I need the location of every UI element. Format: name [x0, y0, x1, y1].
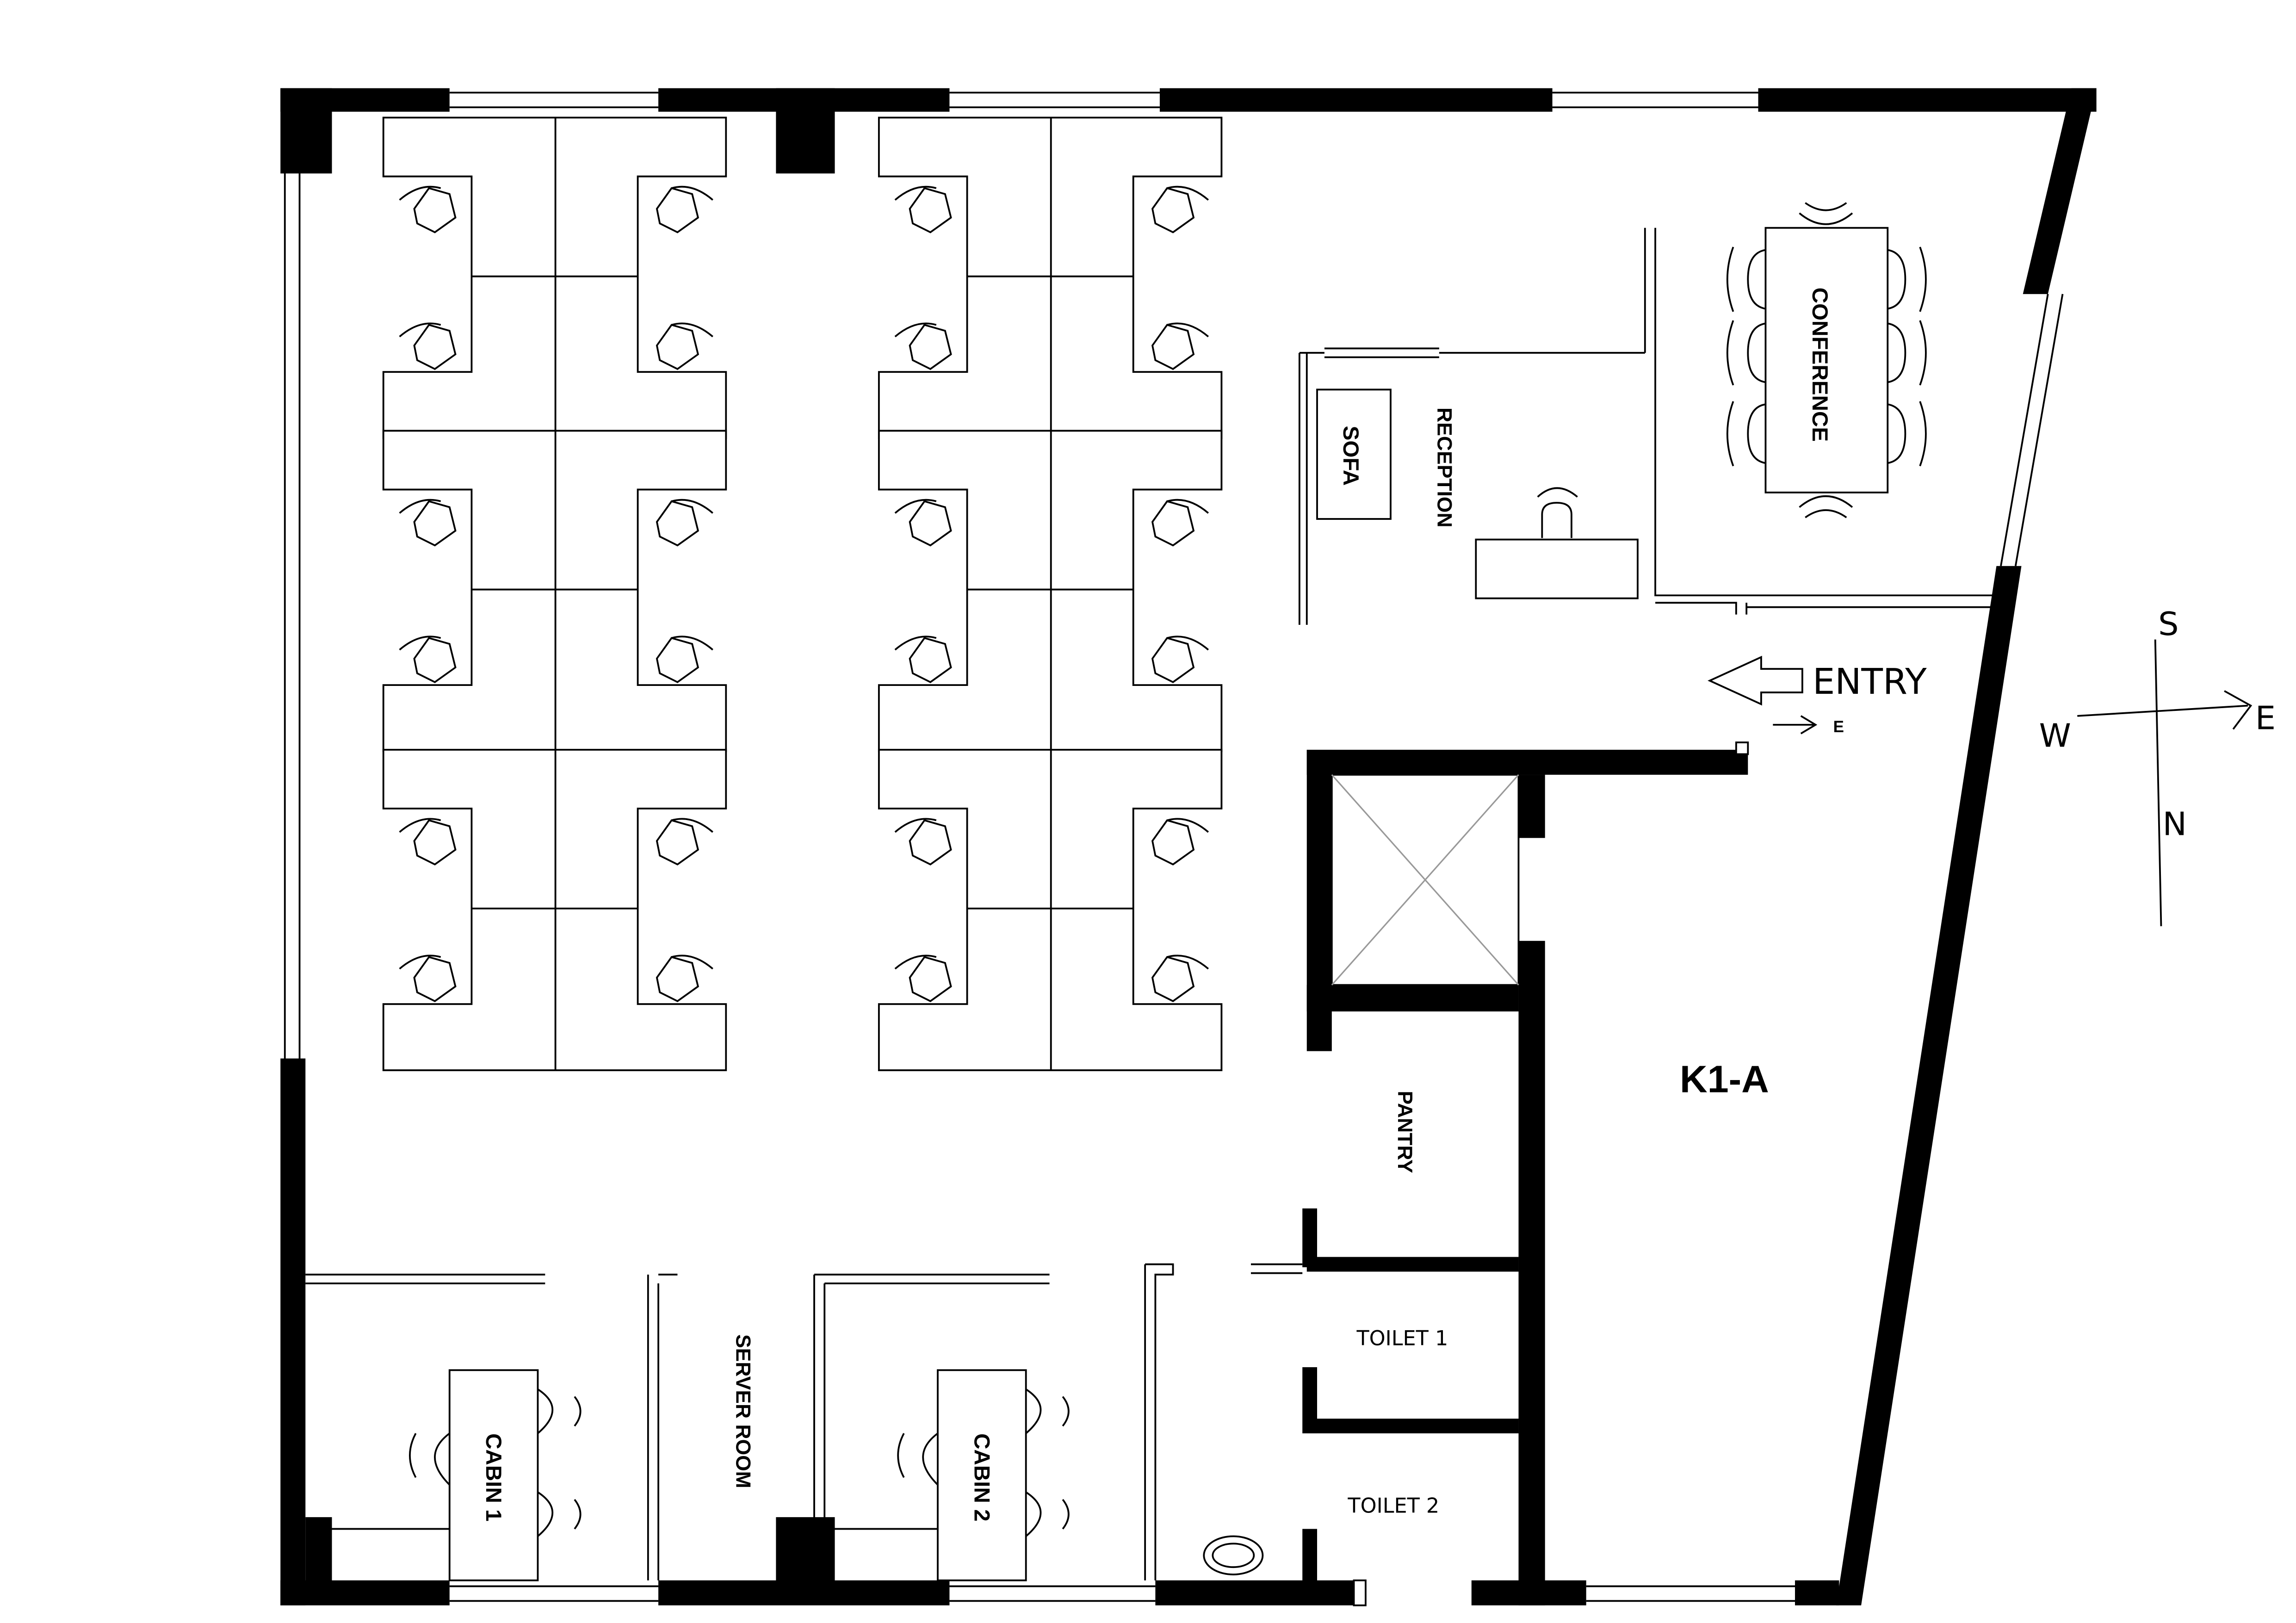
office-chair	[1151, 636, 1209, 684]
cabin1-label: CABIN 1	[481, 1433, 506, 1522]
conference-chair	[1726, 401, 1766, 467]
conference-chair	[1887, 247, 1927, 312]
office-chair	[1151, 818, 1209, 866]
compass-north: N	[2163, 805, 2187, 843]
office-chair	[1151, 499, 1209, 547]
office-chair	[894, 955, 952, 1002]
office-chair	[399, 185, 457, 234]
office-chair	[656, 322, 713, 370]
office-chair	[399, 636, 457, 684]
conference-chair	[1887, 320, 1927, 386]
conference-chair	[1799, 202, 1853, 225]
unit-label: K1-A	[1680, 1058, 1769, 1101]
entry-label: ENTRY	[1813, 661, 1927, 702]
conference-chair	[1887, 401, 1927, 467]
core-walls	[1302, 750, 1748, 1605]
reception-label: RECEPTION	[1433, 407, 1456, 528]
reception-chair	[1537, 487, 1578, 538]
compass-east: E	[2255, 700, 2276, 737]
conference-table	[1764, 227, 1889, 494]
toilet2-label: TOILET 2	[1347, 1494, 1439, 1518]
door-arrow-icon	[1773, 715, 1818, 734]
conference-room: CONFERENCE	[1726, 202, 1927, 518]
office-chair	[656, 818, 713, 866]
office-chair	[894, 499, 952, 547]
sofa-label: SOFA	[1338, 426, 1363, 486]
office-chair	[656, 185, 713, 234]
conference-chair	[1799, 495, 1853, 518]
reception-desk	[1475, 538, 1639, 599]
office-chair	[399, 499, 457, 547]
workstation-module	[382, 749, 727, 1071]
compass-south: S	[2158, 605, 2178, 643]
office-chair	[399, 322, 457, 370]
outer-walls	[280, 88, 2097, 1605]
office-chair	[1151, 955, 1209, 1002]
compass-west: W	[2039, 717, 2071, 755]
reception-area: SOFA RECEPTION	[1298, 228, 2016, 625]
conference-chair	[1726, 320, 1766, 386]
cabin-1: CABIN 1	[409, 1369, 582, 1581]
toilet1-label: TOILET 1	[1356, 1327, 1448, 1350]
office-chair	[656, 955, 713, 1002]
office-chair	[656, 499, 713, 547]
office-chair	[1151, 322, 1209, 370]
office-chair	[894, 636, 952, 684]
cabin-2: CABIN 2	[897, 1369, 1070, 1581]
workstation-module	[382, 117, 727, 439]
server-room-label: SERVER ROOM	[732, 1334, 755, 1488]
office-chair	[894, 818, 952, 866]
compass-icon: S N W E	[2039, 605, 2276, 926]
conference-chair	[1726, 247, 1766, 312]
conference-label: CONFERENCE	[1807, 287, 1832, 442]
sofa	[1316, 389, 1392, 520]
entry-arrow-icon	[1708, 655, 1803, 706]
conference-chairs	[1726, 202, 1927, 518]
cabin-partitions	[305, 1263, 1174, 1580]
workstation-module	[878, 749, 1223, 1071]
workstation-module	[878, 117, 1223, 439]
office-chair	[399, 955, 457, 1002]
office-chair	[894, 322, 952, 370]
office-chair	[656, 636, 713, 684]
office-chair	[894, 185, 952, 234]
pantry-label: PANTRY	[1393, 1091, 1416, 1173]
office-chair	[399, 818, 457, 866]
door-label: E	[1833, 718, 1844, 736]
workstation-module	[878, 430, 1223, 753]
cabin2-label: CABIN 2	[969, 1433, 994, 1522]
workstation-module	[382, 430, 727, 753]
workstation-clusters	[382, 117, 1223, 1071]
lift-shaft	[1331, 774, 1520, 986]
windows	[284, 92, 2064, 1606]
office-chair	[1151, 185, 1209, 234]
